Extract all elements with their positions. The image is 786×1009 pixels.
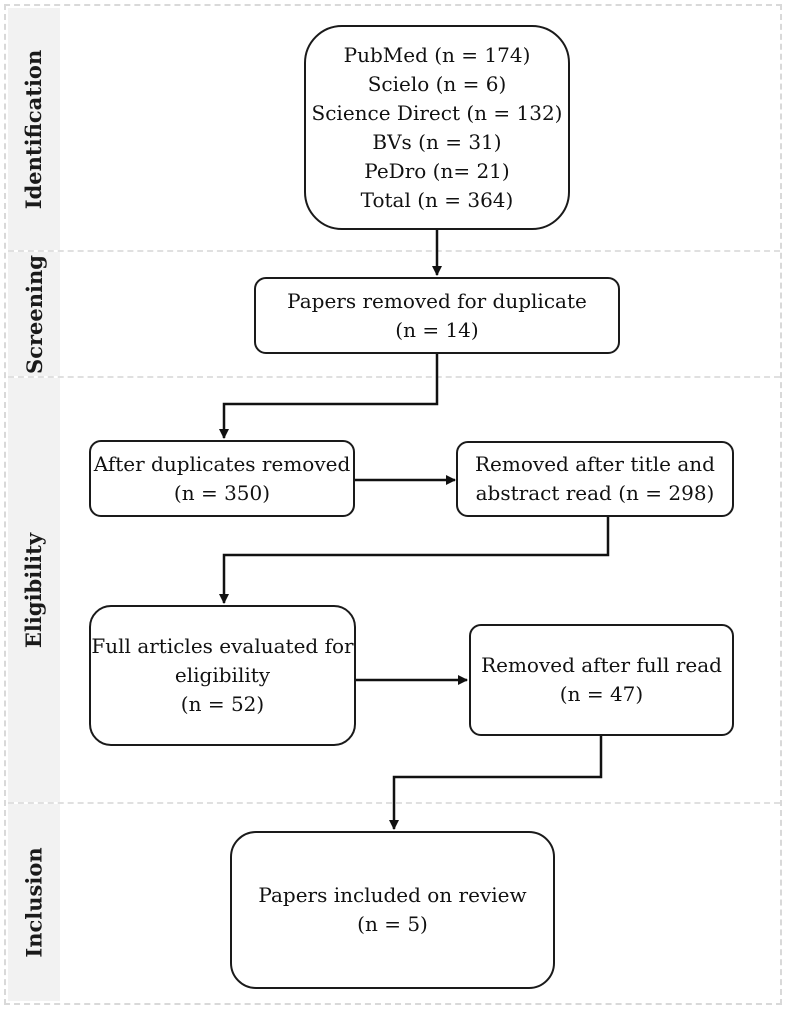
box-sources: PubMed (n = 174) Scielo (n = 6) Science … (304, 25, 570, 230)
box-line: eligibility (174, 663, 271, 687)
box-line: (n = 52) (180, 692, 265, 716)
arrow-removed-title-to-full-articles (219, 517, 610, 604)
box-included: Papers included on review (n = 5) (230, 831, 555, 989)
box-line: (n = 14) (395, 317, 479, 342)
box-line: Full articles evaluated for (91, 634, 354, 658)
arrow-removed-full-to-included (389, 735, 603, 830)
outer-frame (4, 4, 782, 1005)
lane-strip-eligibility (8, 378, 60, 802)
box-after-duplicates: After duplicates removed (n = 350) (89, 440, 355, 517)
box-line: BVs (n = 31) (372, 129, 502, 154)
lane-strip-identification (8, 8, 60, 250)
box-line: abstract read (n = 298) (475, 481, 715, 505)
box-line: Removed after title and (475, 452, 715, 476)
box-line: Scielo (n = 6) (367, 71, 507, 96)
box-line: Papers included on review (258, 883, 527, 907)
box-line: (n = 350) (173, 480, 271, 505)
box-duplicates-removed: Papers removed for duplicate (n = 14) (254, 277, 620, 354)
box-line: (n = 47) (559, 682, 644, 706)
lane-strip-inclusion (8, 804, 60, 1001)
box-full-articles: Full articles evaluated for eligibility … (89, 605, 356, 746)
lane-separator (8, 250, 780, 252)
box-line: PubMed (n = 174) (343, 42, 531, 67)
box-line: (n = 5) (357, 912, 428, 936)
box-line: Science Direct (n = 132) (311, 100, 563, 125)
box-line: Papers removed for duplicate (287, 288, 587, 313)
box-line: PeDro (n= 21) (364, 158, 510, 183)
box-line: Total (n = 364) (360, 187, 514, 212)
box-removed-full-read: Removed after full read (n = 47) (469, 624, 734, 736)
box-line: Removed after full read (481, 653, 722, 677)
arrow-duplicates-to-after-duplicates (219, 353, 439, 439)
lane-strip-screening (8, 252, 60, 376)
box-line: After duplicates removed (93, 451, 351, 476)
lane-separator (8, 376, 780, 378)
box-removed-title-abstract: Removed after title and abstract read (n… (456, 441, 734, 517)
